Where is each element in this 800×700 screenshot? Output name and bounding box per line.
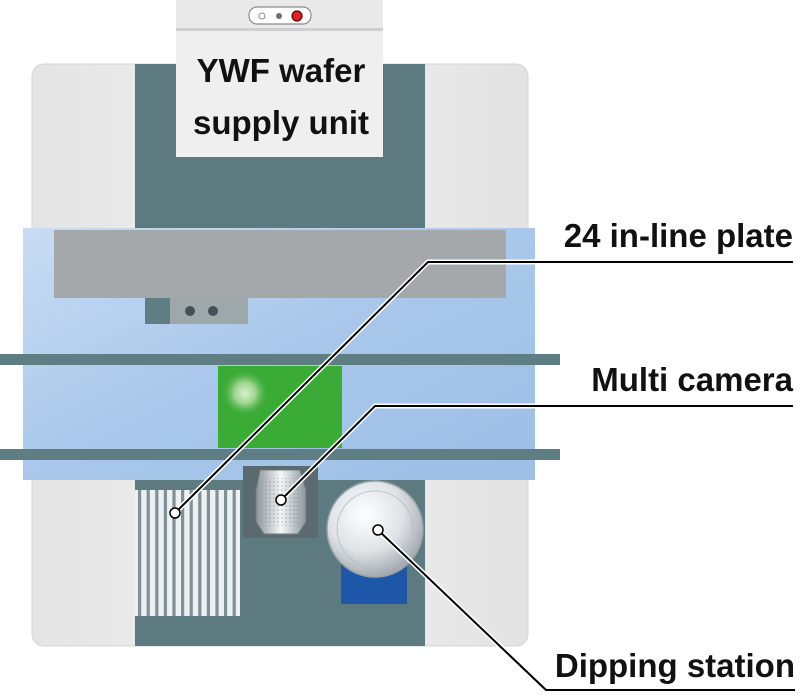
plate-stripe (206, 490, 210, 616)
plate-stripe (232, 490, 236, 616)
plate-stripe (224, 490, 228, 616)
plate-stripe (215, 490, 219, 616)
plate-stripe (155, 490, 159, 616)
plate-stripe (172, 490, 176, 616)
lower-rail (0, 449, 560, 460)
plate-stripe (138, 490, 142, 616)
head-dot-left (185, 306, 195, 316)
leader-multi-camera (275, 403, 793, 506)
supply-unit-label-panel (176, 31, 383, 157)
unit-label-line1: YWF wafer (197, 52, 366, 89)
supply-unit-shade (176, 28, 383, 31)
indicator-led-gray (276, 13, 282, 19)
dipping-station-disc-inner (336, 490, 414, 568)
plate-stripe (181, 490, 185, 616)
plate-stripe (189, 490, 193, 616)
unit-label-line2: supply unit (193, 104, 369, 141)
head-dot-right (208, 306, 218, 316)
indicator-led-white (258, 12, 266, 20)
upper-rail (0, 354, 560, 365)
green-glow (221, 369, 269, 417)
plate-stripe (146, 490, 150, 616)
indicator-led-red (291, 10, 303, 22)
inline-plate-stripes (138, 490, 236, 616)
leader-inline-plate (169, 259, 793, 519)
plate-stripe (198, 490, 202, 616)
callout-multi-camera: Multi camera (591, 361, 793, 398)
plate-stripe (163, 490, 167, 616)
callout-inline-plate: 24 in-line plate (564, 217, 793, 254)
leader-dipping-station (372, 524, 795, 693)
inline-plate (135, 490, 240, 616)
callout-dipping-station: Dipping station (555, 647, 795, 684)
